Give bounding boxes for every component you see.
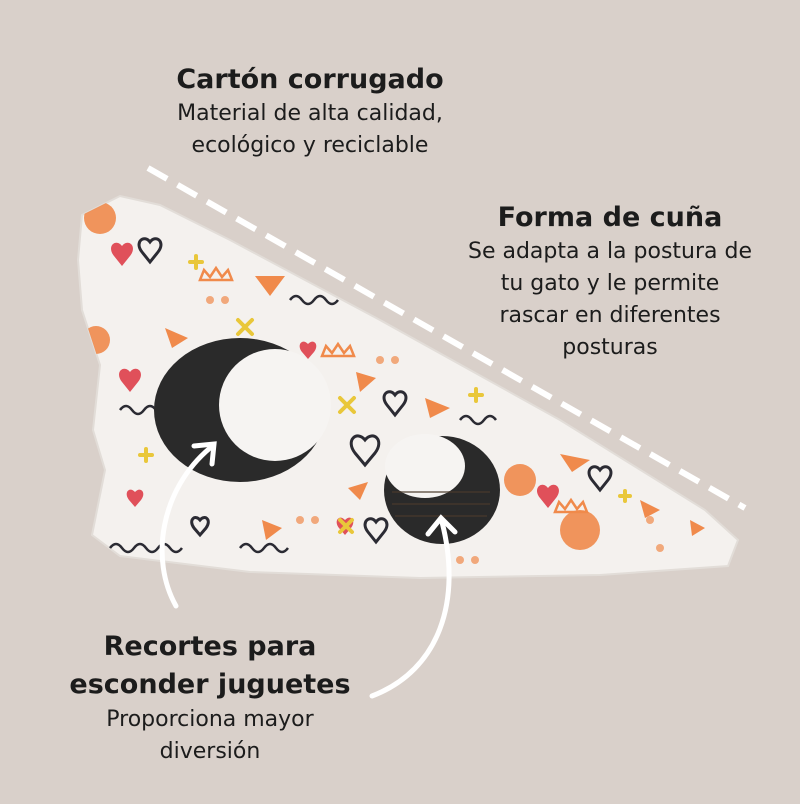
annotation-carton-description: Material de alta calidad, ecológico y re… — [177, 101, 443, 158]
decorative-pattern — [82, 202, 705, 564]
annotation-cuna: Forma de cuña Se adapta a la postura de … — [440, 200, 780, 364]
arrow-to-small-hole — [369, 514, 458, 699]
small-cutout-hole — [384, 434, 500, 544]
cardboard-scratcher — [76, 194, 740, 580]
annotation-cuna-title: Forma de cuña — [497, 202, 723, 233]
annotation-carton: Cartón corrugado Material de alta calida… — [140, 62, 480, 162]
annotation-recortes: Recortes para esconder juguetes Proporci… — [20, 628, 400, 768]
annotation-cuna-description: Se adapta a la postura de tu gato y le p… — [467, 239, 753, 360]
slope-dashed-line — [146, 165, 747, 511]
annotation-recortes-description: Proporciona mayor diversión — [106, 707, 314, 764]
annotation-carton-title: Cartón corrugado — [176, 64, 444, 95]
arrow-to-large-hole — [159, 441, 217, 609]
annotation-recortes-title: Recortes para esconder juguetes — [69, 631, 351, 700]
